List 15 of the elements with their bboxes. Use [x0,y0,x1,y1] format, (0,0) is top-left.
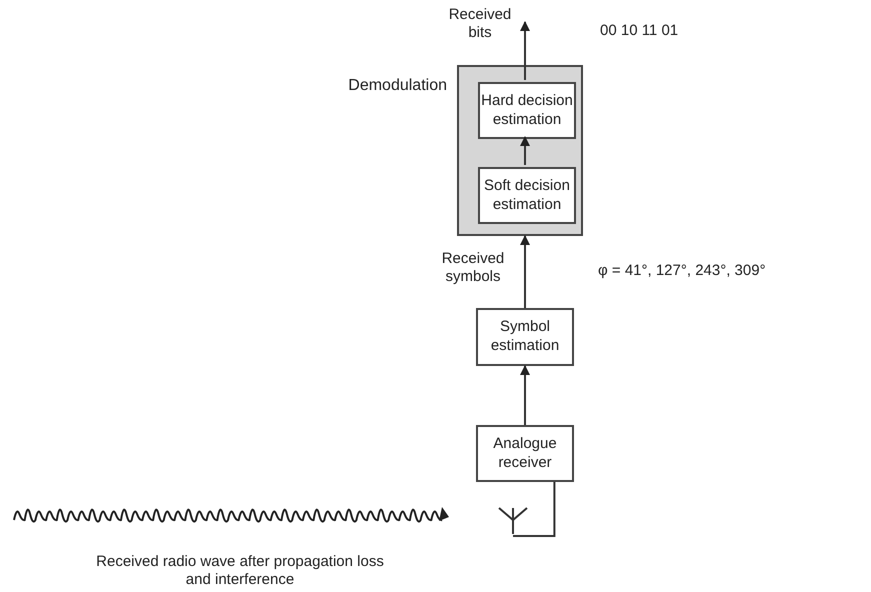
arrow [520,136,530,165]
phase-values: φ = 41°, 127°, 243°, 309° [598,262,767,280]
arrow [520,235,530,308]
edge-label: Received symbols [440,250,506,286]
group-heading: Demodulation [347,76,447,96]
process-box: Analogue receiver [476,425,574,482]
arrow [520,21,530,80]
wave-caption: Received radio wave after propagation loss and interference [95,553,385,589]
antenna-icon [497,506,529,536]
process-box: Hard decision estimation [478,82,576,139]
edge-label: Received bits [448,6,512,42]
process-box: Symbol estimation [476,308,574,366]
arrow [520,365,530,425]
process-box: Soft decision estimation [478,167,576,224]
bit-sequence: 00 10 11 01 [600,22,680,40]
